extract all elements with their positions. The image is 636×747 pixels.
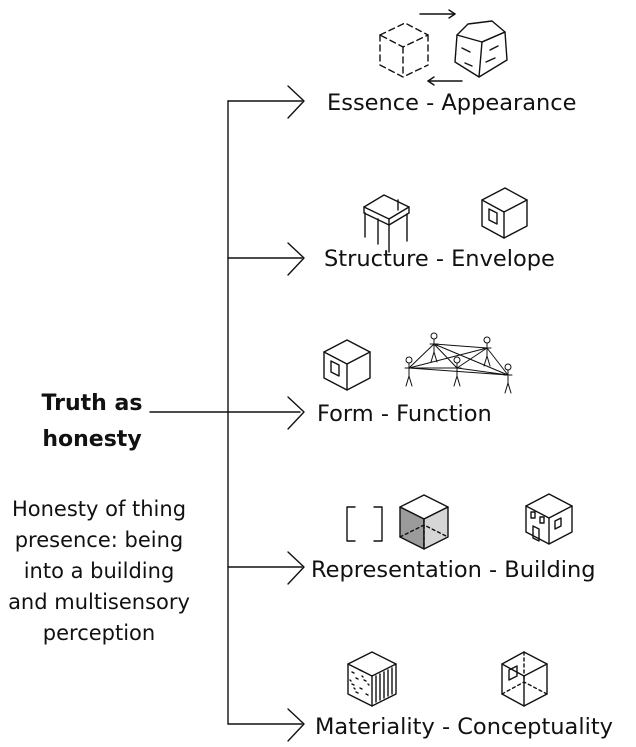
pair-label-form-function: Form - Function: [317, 401, 492, 427]
branch-arrow-3: [287, 396, 305, 430]
cube-with-window-icon: [481, 187, 528, 239]
wireframe-cube-icon: [501, 651, 548, 707]
dashed-cube-icon: [379, 22, 429, 78]
cube-with-window-icon: [323, 339, 371, 391]
bracket-frame-icon: [346, 506, 383, 542]
root-title: Truth as honesty: [41, 391, 143, 452]
root-description: Honesty of thing presence: being into a …: [8, 497, 190, 645]
branch-arrow-2: [227, 242, 305, 276]
branch-arrow-5: [227, 708, 305, 742]
house-icon: [525, 493, 573, 545]
branch-arrow-1: [227, 85, 305, 119]
shaded-cube-icon: [399, 494, 449, 550]
branch-arrow-4: [227, 551, 305, 585]
textured-cube-icon: [347, 651, 397, 707]
people-network-icon: [404, 332, 513, 394]
pair-label-structure-envelope: Structure - Envelope: [324, 246, 555, 272]
pair-label-essence-appearance: Essence - Appearance: [327, 90, 577, 116]
rough-stone-cube-icon: [454, 20, 508, 78]
table-frame-icon: [363, 194, 410, 253]
swap-arrows-icon: [419, 9, 463, 86]
pair-label-materiality-conceptuality: Materiality - Conceptuality: [315, 714, 613, 740]
pair-label-representation-building: Representation - Building: [311, 557, 596, 583]
